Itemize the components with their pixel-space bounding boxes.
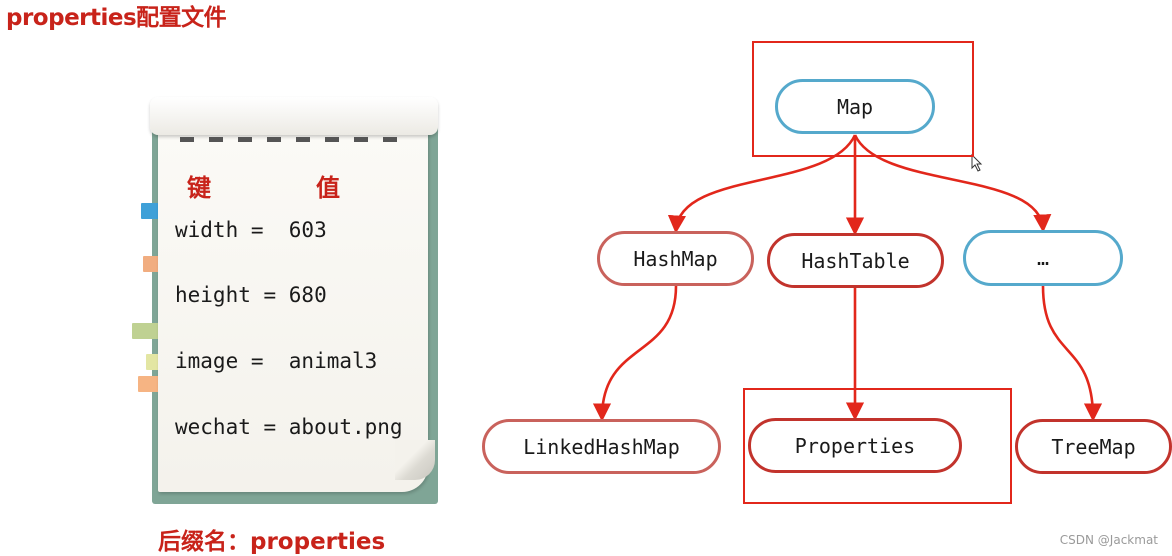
binding-dash: [296, 137, 310, 142]
notebook-page: [158, 130, 428, 492]
node-hashmap: HashMap: [597, 231, 754, 286]
edge-ellipsis-treemap: [1041, 285, 1103, 422]
binding-dash: [383, 137, 397, 142]
node-treemap: TreeMap: [1015, 419, 1172, 474]
page-curl: [395, 440, 435, 480]
notebook-tab-peach: [138, 376, 160, 392]
notebook-illustration: 键 值 width = 603 height = 680 image = ani…: [0, 0, 470, 555]
edge-hashmap-linked: [592, 285, 678, 422]
edge-map-hashmap: [667, 134, 857, 234]
header-key: 键: [187, 174, 211, 202]
entry-image: image = animal3: [175, 349, 378, 373]
suffix-label: 后缀名：properties: [158, 529, 386, 555]
watermark: CSDN @Jackmat: [1059, 533, 1158, 547]
entry-height: height = 680: [175, 283, 327, 307]
page-title: properties配置文件: [6, 5, 227, 31]
binding-dash: [325, 137, 339, 142]
notebook-tab-blue: [141, 203, 161, 219]
node-properties: Properties: [748, 418, 962, 473]
binding-dash: [238, 137, 252, 142]
header-value: 值: [316, 174, 340, 202]
node-hashtable: HashTable: [767, 233, 944, 288]
binding-dash: [209, 137, 223, 142]
highlight-box-properties: [743, 388, 1012, 504]
binding-dash: [354, 137, 368, 142]
notebook-tab-green: [132, 323, 160, 339]
node-ellipsis: …: [963, 230, 1123, 286]
entry-wechat: wechat = about.png: [175, 415, 403, 439]
node-linkedhashmap: LinkedHashMap: [482, 419, 721, 474]
entry-width: width = 603: [175, 218, 327, 242]
notebook-tab-orange: [143, 256, 161, 272]
cursor-icon: [971, 153, 983, 172]
node-map: Map: [775, 79, 935, 134]
highlight-box-map: [752, 41, 974, 157]
binding-dash: [180, 137, 194, 142]
notebook-tab-yellow: [146, 354, 160, 370]
edge-map-ellipsis: [853, 134, 1052, 233]
binding-dash: [267, 137, 281, 142]
notebook-binding: [150, 97, 438, 135]
